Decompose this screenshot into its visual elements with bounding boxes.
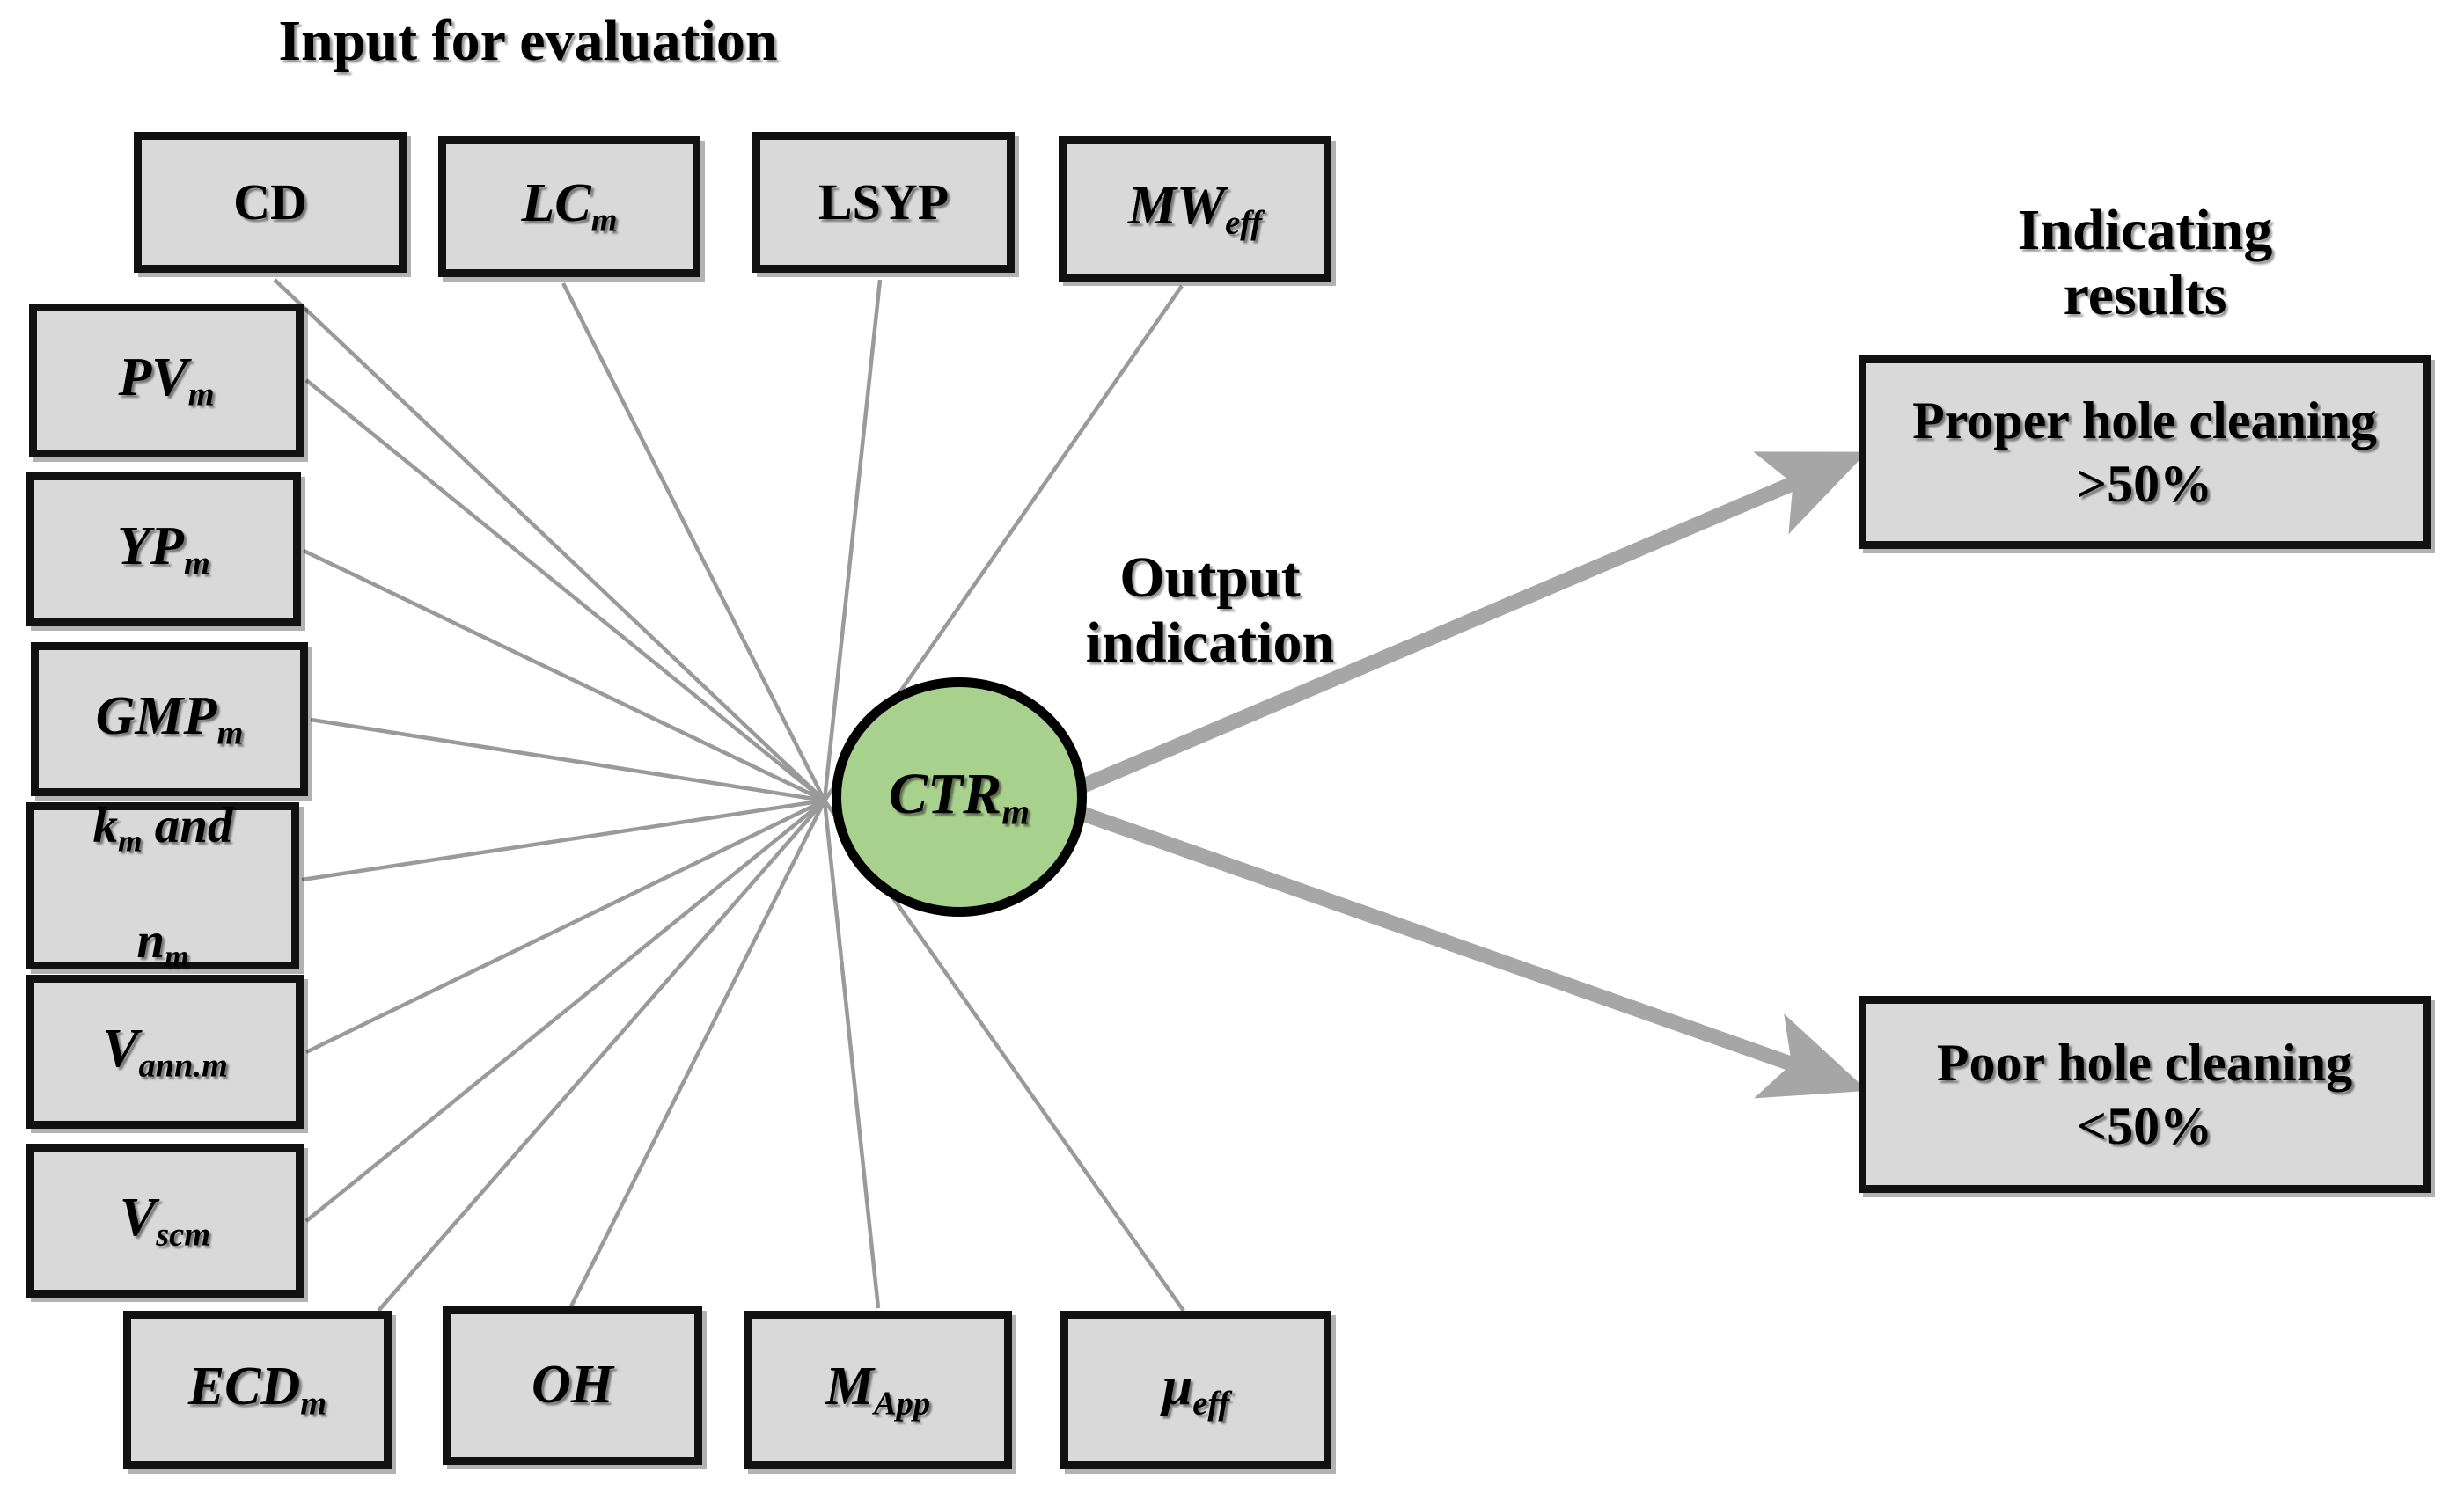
- input-node-mweff[interactable]: MWeff: [1059, 136, 1331, 282]
- results-heading-line2: results: [2063, 262, 2227, 327]
- input-node-label: Vann.m: [102, 1018, 228, 1085]
- results-heading-line1: Indicating: [2017, 198, 2273, 262]
- connector-line-cd: [273, 278, 826, 802]
- input-node-label: Vscm: [119, 1187, 211, 1254]
- result-node-proper[interactable]: Proper hole cleaning>50%: [1859, 355, 2431, 549]
- input-node-label: μeff: [1162, 1357, 1230, 1423]
- connector-line-ecdm: [377, 799, 826, 1313]
- input-node-label: MApp: [825, 1357, 931, 1423]
- input-node-vannm[interactable]: Vann.m: [26, 975, 304, 1129]
- ctr-node-subscript: m: [1001, 792, 1030, 832]
- input-section-heading: Input for evaluation: [220, 9, 836, 74]
- connector-line-mapp: [822, 800, 881, 1309]
- input-node-label: OH: [532, 1355, 613, 1416]
- connector-line-oh: [568, 799, 827, 1310]
- input-node-mapp[interactable]: MApp: [744, 1311, 1012, 1469]
- input-node-label: MWeff: [1127, 175, 1263, 242]
- result-node-label: Proper hole cleaning>50%: [1912, 391, 2377, 513]
- output-arrow-poor: [1073, 803, 1868, 1099]
- input-node-mueff[interactable]: μeff: [1060, 1311, 1331, 1469]
- output-heading-line1: Output: [1119, 545, 1301, 610]
- input-heading-text: Input for evaluation: [278, 9, 778, 73]
- result-node-label: Poor hole cleaning<50%: [1936, 1034, 2353, 1155]
- input-node-pvm[interactable]: PVm: [29, 304, 304, 457]
- input-node-label: PVm: [118, 347, 215, 413]
- input-node-oh[interactable]: OH: [443, 1306, 702, 1465]
- input-node-lcm[interactable]: LCm: [438, 136, 700, 277]
- connector-line-lsyp: [822, 279, 883, 801]
- output-heading-line2: indication: [1085, 610, 1335, 675]
- input-node-label: CD: [233, 172, 307, 230]
- results-section-heading: Indicating results: [1879, 198, 2411, 328]
- output-section-heading: Output indication: [999, 545, 1421, 676]
- connector-line-vannm: [305, 798, 825, 1055]
- input-node-ypm[interactable]: YPm: [26, 472, 301, 626]
- input-node-vscm[interactable]: Vscm: [26, 1144, 304, 1298]
- input-node-ecdm[interactable]: ECDm: [123, 1311, 392, 1469]
- input-node-label: LCm: [521, 173, 618, 239]
- connector-line-lcm: [561, 282, 827, 802]
- input-node-label: LSYP: [818, 172, 950, 230]
- input-node-cd[interactable]: CD: [134, 132, 407, 273]
- result-node-poor[interactable]: Poor hole cleaning<50%: [1859, 996, 2431, 1193]
- ctr-node-base: CTR: [888, 762, 1002, 827]
- connector-line-pvm: [304, 378, 826, 802]
- input-node-label: ECDm: [187, 1357, 327, 1423]
- connector-line-kmnm: [301, 798, 825, 882]
- connector-line-vscm: [304, 799, 826, 1223]
- connector-line-ypm: [303, 548, 825, 803]
- output-arrow-proper: [1072, 451, 1867, 796]
- input-node-gmpm[interactable]: GMPm: [31, 642, 308, 796]
- ctr-node-label: CTRm: [889, 761, 1030, 832]
- connector-line-gmpm: [310, 717, 825, 803]
- input-node-label: GMPm: [95, 685, 244, 752]
- ctr-output-node[interactable]: CTRm: [832, 677, 1087, 917]
- input-node-lsyp[interactable]: LSYP: [752, 132, 1015, 273]
- input-node-label: YPm: [117, 516, 210, 582]
